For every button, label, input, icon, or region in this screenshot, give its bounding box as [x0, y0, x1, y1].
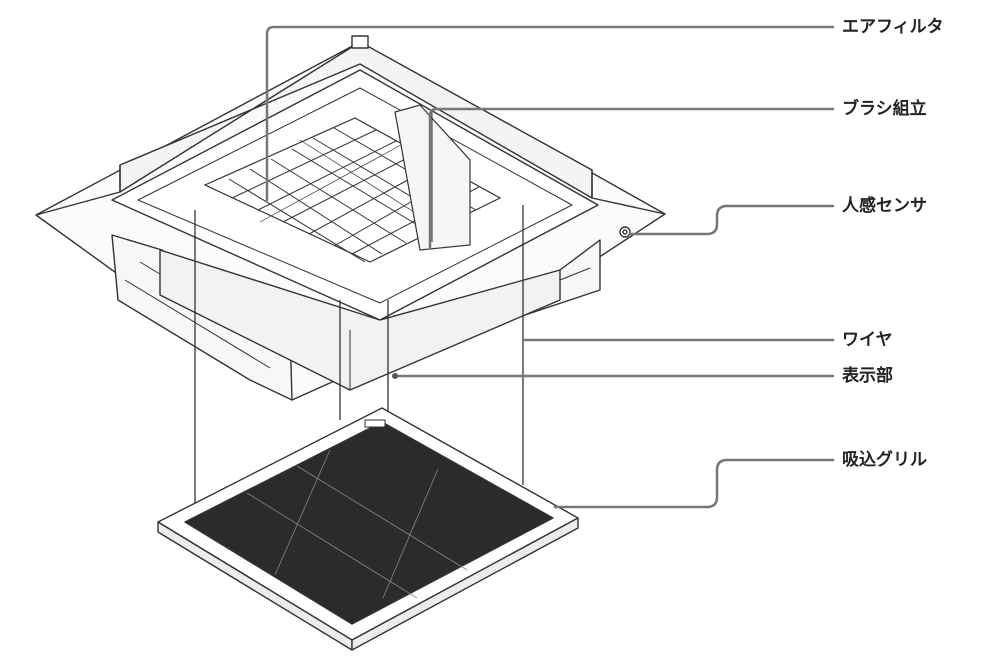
leader-intake-grille [553, 458, 835, 509]
display-indicator-dot [392, 373, 398, 379]
label-wire: ワイヤ [842, 330, 893, 350]
leader-air-filter [265, 25, 835, 202]
hanging-wires [194, 205, 524, 505]
label-display: 表示部 [842, 366, 893, 386]
intake-grille [157, 407, 579, 651]
label-intake-grille: 吸込グリル [842, 450, 927, 470]
air-filter [203, 104, 502, 263]
leader-lines [265, 25, 835, 509]
leader-brush-assembly [428, 107, 835, 250]
label-brush-assembly: ブラシ組立 [842, 99, 927, 119]
unit-body [159, 249, 561, 391]
leader-motion-sensor [628, 204, 835, 236]
label-air-filter: エアフィルタ [842, 17, 944, 37]
label-motion-sensor: 人感センサ [842, 196, 927, 216]
